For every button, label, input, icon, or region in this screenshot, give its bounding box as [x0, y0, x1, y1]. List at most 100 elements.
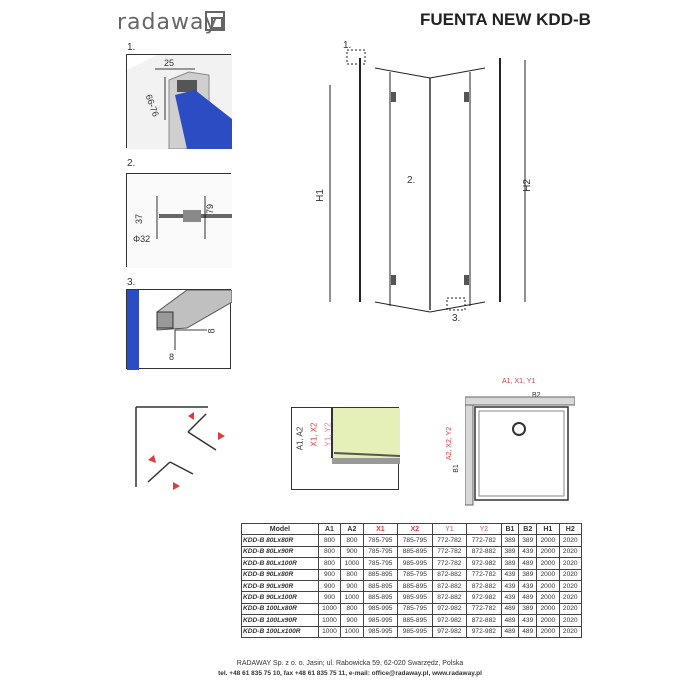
value-cell: 439	[500, 579, 520, 593]
value-cell: 2000	[536, 625, 560, 638]
value-cell: 985-995	[362, 602, 399, 616]
detail-3-label: 3.	[127, 277, 136, 288]
value-cell: 389	[518, 534, 538, 547]
value-cell: 885-895	[362, 579, 399, 593]
value-cell: 972-982	[431, 625, 468, 638]
value-cell: 489	[518, 625, 538, 638]
value-cell: 2000	[536, 534, 560, 547]
value-cell: 772-782	[466, 568, 502, 581]
model-cell: KDD-B 80Lx90R	[241, 545, 319, 559]
value-cell: 872-882	[466, 614, 502, 627]
plan-label-b2: B2	[532, 392, 541, 399]
value-cell: 389	[518, 602, 538, 616]
col-x1: X1	[362, 522, 399, 536]
value-cell: 900	[340, 545, 364, 559]
value-cell: 900	[317, 579, 342, 593]
value-cell: 2020	[558, 602, 583, 616]
value-cell: 2000	[536, 614, 560, 627]
value-cell: 872-882	[431, 579, 468, 593]
value-cell: 2000	[536, 579, 560, 593]
detail-2-drawing	[127, 174, 232, 268]
value-cell: 772-782	[466, 534, 502, 547]
col-b2: B2	[518, 522, 538, 536]
value-cell: 800	[340, 568, 364, 581]
value-cell: 800	[317, 545, 342, 559]
value-cell: 1000	[317, 625, 342, 638]
value-cell: 785-795	[362, 545, 399, 559]
value-cell: 2020	[558, 557, 583, 570]
model-cell: KDD-B 80Lx80R	[241, 534, 319, 547]
value-cell: 900	[340, 579, 364, 593]
detail-2-dim-a: 37	[134, 213, 145, 225]
value-cell: 800	[317, 534, 342, 547]
callout-2: 2.	[407, 175, 416, 186]
model-cell: KDD-B 100Lx100R	[241, 625, 319, 638]
value-cell: 2020	[558, 614, 583, 627]
value-cell: 972-982	[431, 614, 468, 627]
model-cell: KDD-B 100Lx80R	[241, 602, 319, 616]
value-cell: 872-882	[466, 579, 502, 593]
model-cell: KDD-B 90Lx90R	[241, 579, 319, 593]
section-drawing	[331, 408, 401, 464]
col-h1: H1	[536, 522, 560, 536]
product-title: FUENTA NEW KDD-B	[420, 10, 591, 29]
brand-logo: radaway	[117, 10, 218, 35]
value-cell: 800	[340, 602, 364, 616]
detail-1-panel: 25 66-76	[126, 54, 232, 150]
section-view-panel: A1, A2 X1, X2 Y1, Y2	[291, 407, 401, 490]
value-cell: 1000	[340, 591, 364, 604]
col-x2: X2	[397, 522, 433, 536]
value-cell: 900	[317, 591, 342, 604]
value-cell: 2000	[536, 591, 560, 604]
value-cell: 785-795	[362, 534, 399, 547]
value-cell: 2000	[536, 568, 560, 581]
value-cell: 872-882	[431, 591, 468, 604]
value-cell: 2020	[558, 568, 583, 581]
section-label-y: Y1, Y2	[323, 422, 333, 447]
detail-2-dim-b: 79	[205, 203, 216, 215]
value-cell: 985-995	[397, 625, 433, 638]
value-cell: 885-895	[362, 568, 399, 581]
value-cell: 985-995	[397, 557, 433, 570]
logo-text: radaway	[117, 10, 219, 35]
detail-2-label: 2.	[127, 158, 136, 169]
value-cell: 1000	[340, 625, 364, 638]
value-cell: 872-882	[466, 545, 502, 559]
value-cell: 972-982	[431, 602, 468, 616]
value-cell: 1000	[317, 614, 342, 627]
value-cell: 439	[518, 579, 538, 593]
col-model: Model	[241, 522, 319, 536]
detail-3-dim-b: 8	[169, 352, 175, 362]
value-cell: 2020	[558, 625, 583, 638]
value-cell: 2020	[558, 579, 583, 593]
value-cell: 972-982	[466, 591, 502, 604]
value-cell: 785-795	[397, 602, 433, 616]
value-cell: 489	[518, 557, 538, 570]
value-cell: 885-895	[362, 591, 399, 604]
value-cell: 439	[518, 614, 538, 627]
col-h2: H2	[558, 522, 583, 536]
value-cell: 785-795	[362, 557, 399, 570]
value-cell: 885-895	[397, 614, 433, 627]
value-cell: 772-782	[466, 602, 502, 616]
section-label-x: X1, X2	[309, 422, 319, 447]
footer-address: RADAWAY Sp. z o. o. Jasin; ul. Rabowicka…	[236, 660, 464, 667]
section-label-a: A1, A2	[295, 426, 305, 451]
value-cell: 885-895	[397, 545, 433, 559]
value-cell: 1000	[340, 557, 364, 570]
value-cell: 785-795	[397, 568, 433, 581]
model-cell: KDD-B 100Lx90R	[241, 614, 319, 627]
opening-diagram	[135, 406, 225, 490]
value-cell: 439	[500, 568, 520, 581]
value-cell: 772-782	[431, 545, 468, 559]
model-cell: KDD-B 90Lx100R	[241, 591, 319, 604]
value-cell: 972-982	[466, 625, 502, 638]
value-cell: 872-882	[431, 568, 468, 581]
value-cell: 985-995	[362, 614, 399, 627]
